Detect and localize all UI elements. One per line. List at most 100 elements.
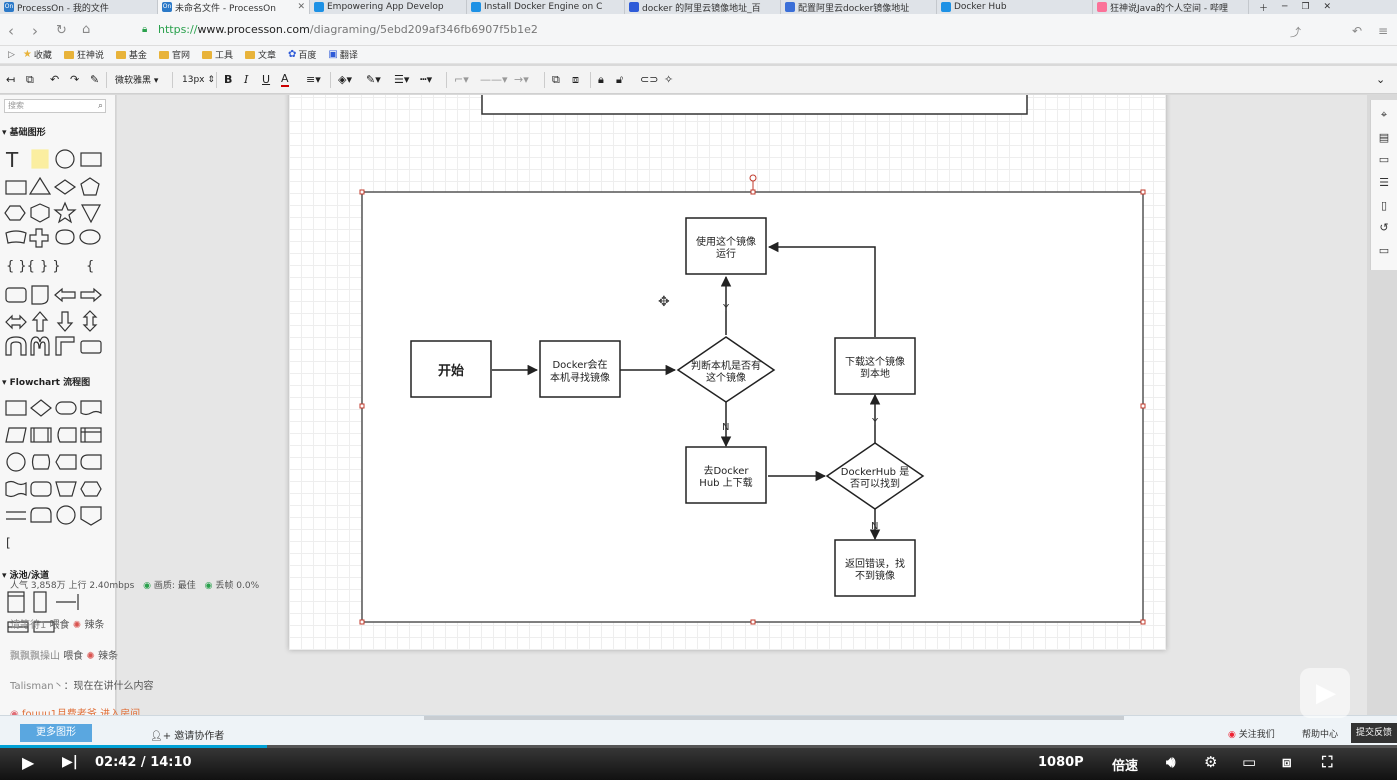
bookmark-favorites[interactable]: ★收藏: [22, 49, 52, 61]
bookmark-toggle-icon[interactable]: ▷: [8, 49, 15, 60]
tab-install-docker[interactable]: Install Docker Engine on C: [467, 0, 625, 14]
play-icon[interactable]: ▶: [22, 753, 35, 772]
tab-docker-hub[interactable]: Docker Hub: [937, 0, 1093, 14]
bring-front-icon[interactable]: ⧉: [552, 73, 560, 86]
shape-search-input[interactable]: 搜索 ⌕: [4, 99, 106, 113]
horizontal-scrollbar[interactable]: [424, 716, 1124, 720]
align-icon[interactable]: ≡▾: [306, 73, 321, 86]
bookmark-folder-kuangshen[interactable]: 狂神说: [63, 48, 104, 61]
comments-icon[interactable]: ▭: [1378, 244, 1390, 257]
section-basic-shapes[interactable]: ▾ 基础图形: [2, 128, 46, 138]
settings-icon[interactable]: ⚙: [1204, 753, 1218, 771]
node-start[interactable]: [410, 340, 492, 398]
forward-icon[interactable]: ›: [32, 22, 38, 40]
close-window-icon[interactable]: ✕: [1323, 2, 1332, 12]
node-decision-local[interactable]: [676, 336, 776, 403]
line-width-icon[interactable]: ☰▾: [394, 73, 410, 86]
invite-collaborator-button[interactable]: 👤︎+ 邀请协作者: [150, 731, 225, 742]
connector-type-icon[interactable]: ⌐▾: [454, 73, 469, 86]
node-decision-hub[interactable]: [825, 442, 925, 510]
minimize-icon[interactable]: ─: [1282, 2, 1288, 12]
search-icon[interactable]: ⌕: [97, 101, 103, 111]
flowchart-diagram[interactable]: 开始 Docker会在 本机寻找镜像 判断本机是否有这个镜像使用这个镜像运行去D…: [289, 95, 1166, 650]
tab-empowering[interactable]: Empowering App Develop: [310, 0, 467, 14]
bookmark-folder-fund[interactable]: 基金: [115, 48, 147, 61]
collapse-toolbar-icon[interactable]: ⌄: [1376, 73, 1386, 86]
bookmark-folder-articles[interactable]: 文章: [244, 48, 276, 61]
undo-icon[interactable]: ↶: [50, 73, 60, 86]
node-download-hub[interactable]: [685, 446, 767, 504]
page-settings-icon[interactable]: ▭: [1378, 153, 1390, 166]
node-docker-search[interactable]: [539, 340, 621, 398]
tab-config-aliyun[interactable]: 配置阿里云docker镜像地址: [781, 0, 937, 14]
line-end-icon[interactable]: →▾: [514, 73, 529, 86]
arrow-local-to-run[interactable]: [767, 241, 876, 337]
section-flowchart[interactable]: ▾ Flowchart 流程图: [2, 378, 91, 388]
fill-color-icon[interactable]: ◈▾: [338, 73, 352, 86]
bookmark-folder-official[interactable]: 官网: [158, 48, 190, 61]
basic-shapes-grid[interactable]: T { }{ } } {: [4, 145, 110, 360]
node-return-error[interactable]: [834, 539, 916, 597]
help-center-link[interactable]: 帮助中心: [1302, 730, 1339, 740]
diagram-page[interactable]: 开始 Docker会在 本机寻找镜像 判断本机是否有这个镜像使用这个镜像运行去D…: [289, 95, 1166, 650]
node-download-local[interactable]: [834, 337, 916, 395]
swimlane-shapes-grid[interactable]: [4, 589, 110, 639]
speed-button[interactable]: 倍速: [1112, 759, 1139, 774]
history-icon[interactable]: ↺: [1379, 221, 1389, 234]
close-icon[interactable]: ✕: [297, 2, 305, 12]
bookmark-baidu[interactable]: ✿百度: [287, 49, 317, 61]
send-back-icon[interactable]: ⧈: [572, 73, 579, 86]
node-run-image[interactable]: [685, 217, 767, 275]
redo-icon[interactable]: ↷: [70, 73, 80, 86]
restore-icon[interactable]: ❐: [1301, 2, 1310, 12]
underline-icon[interactable]: U: [262, 73, 271, 86]
line-color-icon[interactable]: ✎▾: [366, 73, 381, 86]
font-color-icon[interactable]: A: [281, 72, 289, 87]
more-shapes-button[interactable]: 更多图形: [20, 724, 92, 742]
follow-us-link[interactable]: ◉ 关注我们: [1228, 730, 1275, 740]
navigator-icon[interactable]: ⌖: [1380, 108, 1388, 121]
italic-icon[interactable]: I: [244, 73, 249, 86]
bookmark-translate[interactable]: ▣翻译: [328, 49, 358, 61]
section-swimlane[interactable]: ▾ 泳池/泳道: [2, 571, 49, 581]
volume-icon[interactable]: 🔊︎: [1166, 753, 1176, 771]
undo-browser-icon[interactable]: ↶: [1352, 24, 1363, 38]
tab-bilibili[interactable]: 狂神说Java的个人空间 - 哔哩: [1093, 0, 1249, 14]
diagram-canvas[interactable]: 开始 Docker会在 本机寻找镜像 判断本机是否有这个镜像使用这个镜像运行去D…: [117, 95, 1367, 715]
paint-brush-icon[interactable]: ✎: [90, 73, 100, 86]
video-progress-track[interactable]: [0, 745, 1397, 748]
picture-in-picture-icon[interactable]: ▭: [1242, 753, 1257, 771]
reload-icon[interactable]: ↻: [56, 23, 67, 38]
selection-handles[interactable]: [359, 189, 1146, 625]
new-tab-icon[interactable]: ＋: [1259, 3, 1269, 14]
lock-shape-icon[interactable]: 🔒︎: [598, 73, 604, 86]
share-icon[interactable]: ⤴: [1290, 26, 1301, 39]
line-start-icon[interactable]: ——▾: [480, 73, 508, 86]
fullscreen-icon[interactable]: ⛶: [1322, 753, 1333, 771]
widescreen-icon[interactable]: ⧈: [1282, 753, 1292, 771]
tab-docker-aliyun[interactable]: docker 的阿里云镜像地址_百: [625, 0, 781, 14]
back-icon[interactable]: ‹: [8, 22, 14, 40]
data-icon[interactable]: ☰: [1379, 176, 1389, 189]
font-family-select[interactable]: 微软雅黑 ▾: [115, 76, 159, 86]
feedback-button[interactable]: 提交反馈: [1351, 723, 1397, 743]
previous-container-box[interactable]: [481, 95, 1028, 115]
center-play-button[interactable]: ▶: [1300, 668, 1350, 718]
back-to-files-icon[interactable]: ↤: [6, 73, 16, 86]
menu-icon[interactable]: ≡: [1378, 24, 1389, 38]
style-icon[interactable]: ▤: [1378, 131, 1390, 144]
url-field[interactable]: 🔒︎ https://www.processon.com/diagraming/…: [138, 21, 1268, 39]
font-size-select[interactable]: 13px ⇕: [182, 75, 215, 85]
line-style-icon[interactable]: ┅▾: [420, 73, 433, 86]
home-icon[interactable]: ⌂: [82, 22, 91, 37]
rotate-handle[interactable]: [749, 174, 757, 182]
bookmark-folder-tools[interactable]: 工具: [201, 48, 233, 61]
link-icon[interactable]: ⊂⊃: [640, 73, 659, 86]
notes-icon[interactable]: ▯: [1380, 199, 1388, 212]
format-painter-icon[interactable]: ⧉: [26, 73, 34, 86]
quality-button[interactable]: 1080P: [1038, 755, 1084, 770]
bold-icon[interactable]: B: [224, 73, 233, 86]
flowchart-shapes-grid[interactable]: [: [4, 395, 110, 555]
